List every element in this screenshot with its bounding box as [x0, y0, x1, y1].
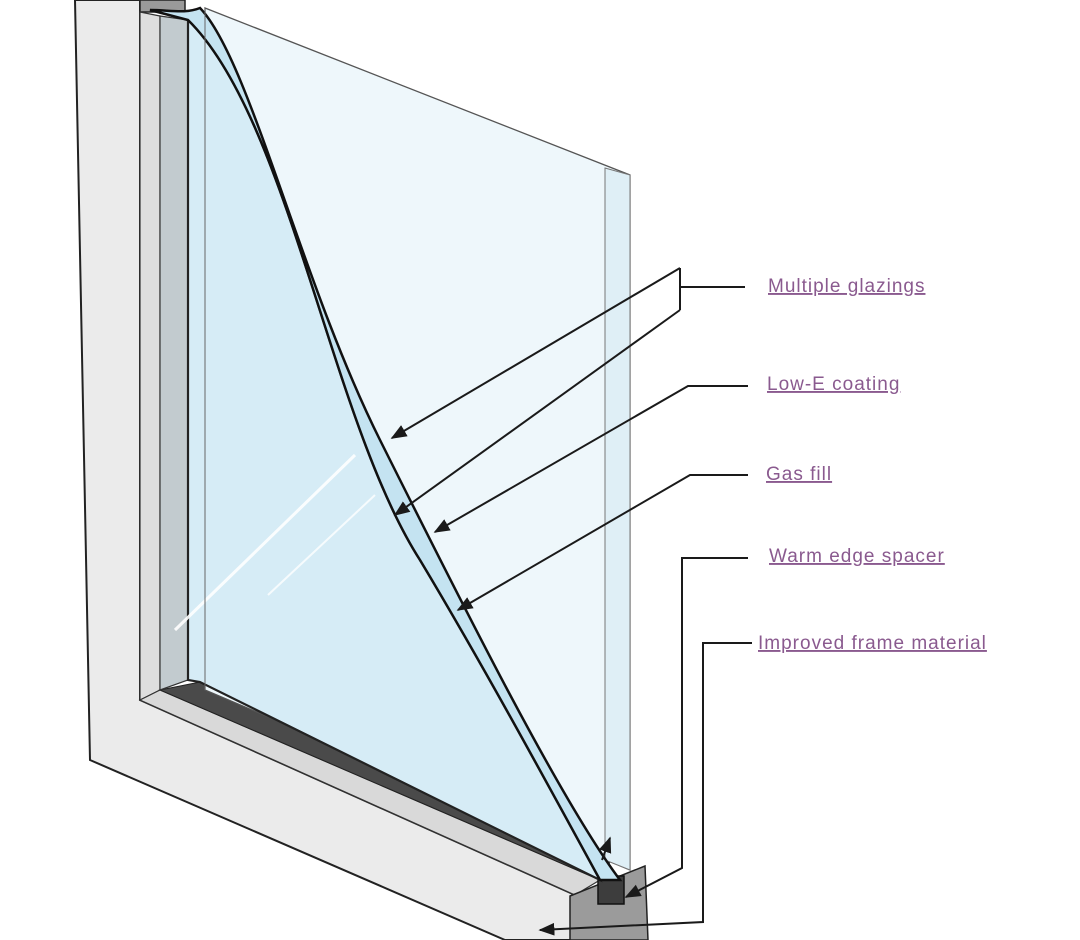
callout-labels: Multiple glazings Low-E coating Gas fill… — [758, 276, 987, 654]
label-multiple-glazings: Multiple glazings — [768, 276, 925, 297]
frame-inner-reveal — [140, 12, 160, 700]
leader-warm-edge-spacer — [626, 558, 748, 897]
label-low-e-coating: Low-E coating — [767, 374, 900, 395]
label-improved-frame-material: Improved frame material — [758, 633, 987, 654]
label-gas-fill: Gas fill — [766, 464, 832, 485]
glass-back-pane-edge — [605, 168, 630, 870]
glazing-bead-left — [160, 16, 188, 690]
label-warm-edge-spacer: Warm edge spacer — [769, 546, 945, 567]
